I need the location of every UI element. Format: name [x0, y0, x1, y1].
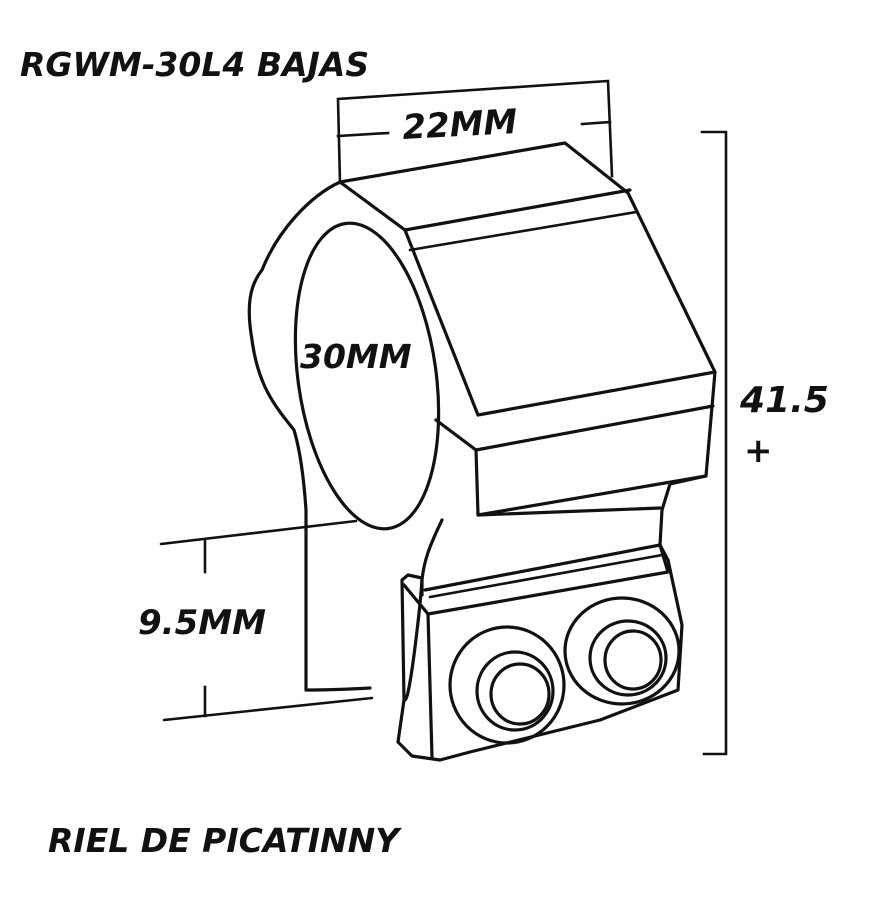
- ring-top-groove: [408, 210, 638, 252]
- clamp-screw-left: [448, 625, 566, 745]
- tube-bore: [293, 221, 441, 531]
- tube-diameter-label: 30MM: [300, 337, 412, 376]
- width-dimension: 22MM: [336, 79, 614, 185]
- center-height-dimension: 9.5MM: [138, 519, 374, 722]
- height-dimension: 41.5 +: [700, 130, 829, 756]
- ring-outer-outline: [338, 141, 717, 762]
- base-clamp-groove: [428, 553, 664, 599]
- ring-neck: [420, 506, 662, 597]
- scope-ring: [247, 141, 717, 762]
- width-label: 22MM: [401, 102, 518, 148]
- height-label: 41.5: [739, 380, 829, 421]
- ring-front-face: [403, 228, 717, 417]
- ring-lower-edge: [474, 404, 715, 452]
- base-clamp-side: [402, 583, 434, 759]
- diagram-footer: RIEL DE PICATINNY: [48, 821, 402, 860]
- ring-lower-face: [434, 418, 708, 517]
- height-sign: +: [744, 431, 773, 471]
- center-height-label: 9.5MM: [138, 603, 266, 643]
- diagram-title: RGWM-30L4 BAJAS: [20, 45, 369, 84]
- ring-top-face: [338, 180, 632, 232]
- ring-left-contour: [247, 180, 372, 692]
- base-clamp-top: [423, 543, 670, 616]
- clamp-screw-right: [563, 596, 681, 706]
